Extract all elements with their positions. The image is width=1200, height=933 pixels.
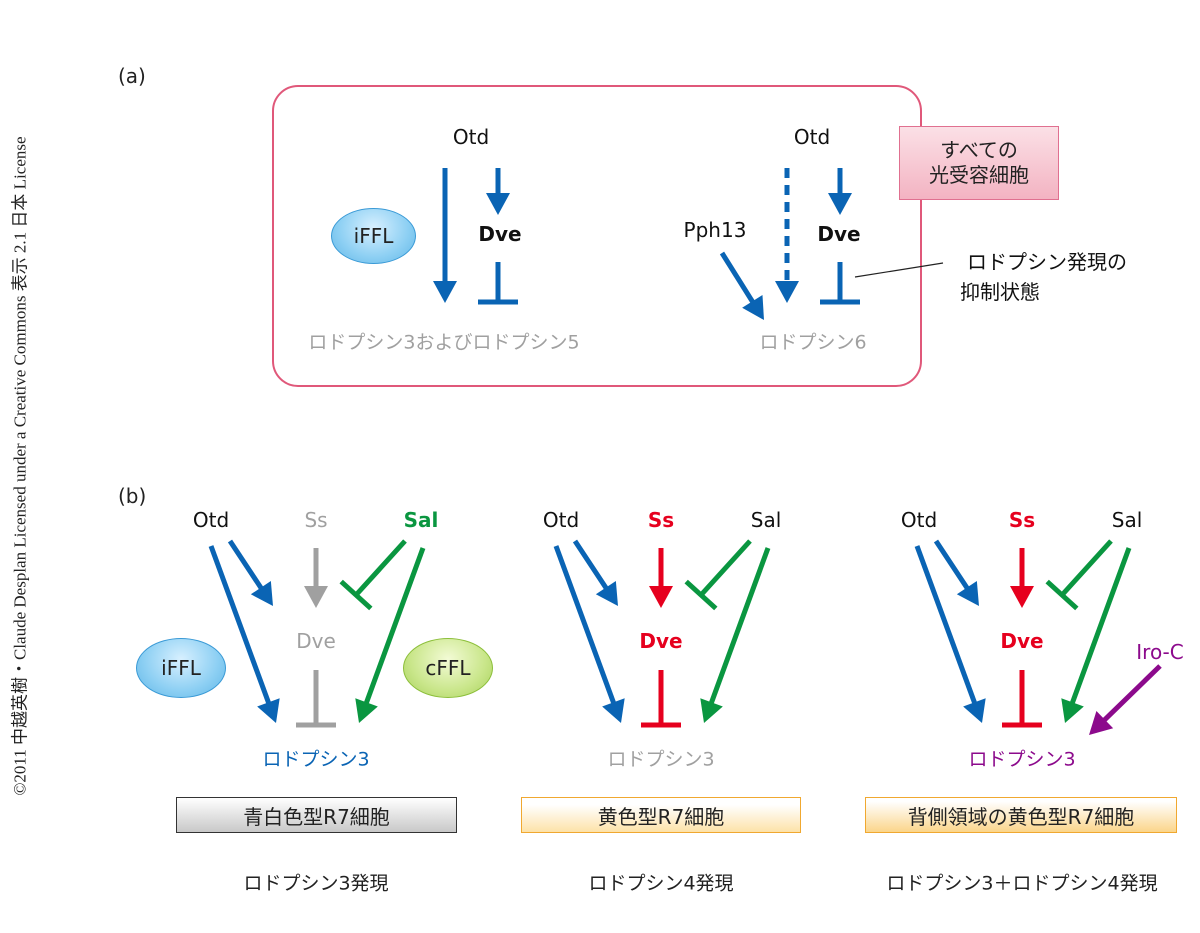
otd-to-dve-arrow-b3 — [933, 539, 979, 606]
dve-node-b3: Dve — [1000, 629, 1044, 653]
sal-represses-dve-b1 — [339, 539, 407, 611]
cffl-motif-b: cFFL — [403, 638, 493, 698]
sal-to-rh3-arrow-b1 — [355, 547, 426, 723]
iro-c-to-rh3-arrow — [1089, 664, 1162, 735]
sal-to-rh3-arrow-b2 — [700, 547, 771, 723]
otd-to-dve-arrow-b3-head — [956, 581, 979, 606]
expression-label-b2: ロドプシン4発現 — [588, 872, 734, 895]
otd-to-rh3-arrow-b3-head — [963, 698, 986, 723]
ss-to-dve-arrow-b2 — [649, 548, 673, 608]
dve-node-b1: Dve — [296, 629, 336, 653]
sal-represses-dve-b2-shaft — [699, 539, 752, 597]
ss-node-b3: Ss — [1008, 508, 1036, 532]
rhodopsin-3-target-b3: ロドプシン3 — [968, 748, 1076, 771]
photoreceptor-box — [272, 85, 922, 387]
dve-represses-rh3-b1 — [296, 670, 336, 728]
sal-represses-dve-b3-bar — [1045, 579, 1079, 611]
sal-represses-dve-b3 — [1045, 539, 1113, 611]
otd-node-b2: Otd — [542, 508, 580, 532]
otd-to-rh3-arrow-b2 — [553, 545, 625, 723]
otd-node-b1: Otd — [192, 508, 230, 532]
sal-to-rh3-arrow-b2-shaft — [708, 547, 771, 706]
copyright-notice: ©2011 中越英樹・Claude Desplan Licensed under… — [10, 136, 30, 796]
otd-to-dve-arrow-b1-shaft — [227, 539, 265, 591]
dve-node-a-left: Dve — [478, 222, 522, 246]
ss-node-b2: Ss — [647, 508, 675, 532]
sal-represses-dve-b1-bar — [339, 579, 373, 611]
panel-a-label: (a) — [118, 64, 146, 88]
expression-label-b1: ロドプシン3発現 — [243, 872, 389, 895]
rhodopsin-3-target-b1: ロドプシン3 — [262, 748, 370, 771]
repression-callout-line2: 抑制状態 — [960, 280, 1040, 304]
otd-to-dve-arrow-b1 — [227, 539, 273, 606]
ss-to-dve-arrow-b3-head — [1010, 586, 1034, 608]
sal-node-b2: Sal — [750, 508, 782, 532]
rhodopsin-3-target-b2: ロドプシン3 — [607, 748, 715, 771]
sal-to-rh3-arrow-b2-head — [700, 698, 723, 723]
sal-node-b1: Sal — [403, 508, 439, 532]
sal-to-rh3-arrow-b3 — [1061, 547, 1132, 723]
repression-callout-line1: ロドプシン発現の — [967, 250, 1127, 274]
tag-line-2: 光受容細胞 — [929, 163, 1029, 187]
cffl-label-b: cFFL — [425, 656, 471, 680]
rhodopsin-6-target: ロドプシン6 — [759, 331, 867, 354]
dve-represses-rh3-b3 — [1002, 670, 1042, 728]
sal-represses-dve-b2 — [684, 539, 752, 611]
dve-node-a-right: Dve — [817, 222, 861, 246]
sal-represses-dve-b3-shaft — [1060, 539, 1113, 597]
iro-c-node: Iro-C — [1136, 640, 1184, 664]
sal-node-b3: Sal — [1111, 508, 1143, 532]
otd-node-b3: Otd — [900, 508, 938, 532]
ss-to-dve-arrow-b1 — [304, 548, 328, 608]
ss-to-dve-arrow-b3 — [1010, 548, 1034, 608]
sal-to-rh3-arrow-b3-head — [1061, 698, 1084, 723]
otd-to-rh3-arrow-b2-head — [602, 698, 625, 723]
iffl-label-b: iFFL — [161, 656, 201, 680]
all-photoreceptors-tag: すべての 光受容細胞 — [899, 126, 1059, 200]
otd-to-rh3-arrow-b3 — [914, 545, 986, 723]
sal-to-rh3-arrow-b1-head — [355, 698, 378, 723]
dve-node-b2: Dve — [639, 629, 683, 653]
otd-to-dve-arrow-b2-shaft — [572, 539, 610, 591]
panel-b-label: (b) — [118, 484, 147, 508]
expression-label-b3: ロドプシン3＋ロドプシン4発現 — [886, 872, 1158, 895]
otd-node-a-left: Otd — [452, 125, 490, 149]
otd-to-rh3-arrow-b3-shaft — [914, 545, 978, 706]
otd-to-dve-arrow-b2 — [572, 539, 618, 606]
iffl-motif-b: iFFL — [136, 638, 226, 698]
otd-to-rh3-arrow-b1-head — [257, 698, 280, 723]
sal-represses-dve-b2-bar — [684, 579, 718, 611]
otd-node-a-right: Otd — [793, 125, 831, 149]
dve-represses-rh3-b2 — [641, 670, 681, 728]
ss-to-dve-arrow-b2-head — [649, 586, 673, 608]
otd-to-rh3-arrow-b1 — [208, 545, 280, 723]
otd-to-dve-arrow-b1-head — [250, 581, 273, 606]
cell-type-pale-r7: 青白色型R7細胞 — [176, 797, 457, 833]
sal-represses-dve-b1-shaft — [354, 539, 407, 597]
cell-type-dorsal-yellow-r7: 背側領域の黄色型R7細胞 — [865, 797, 1177, 833]
iro-c-to-rh3-arrow-head — [1089, 711, 1114, 735]
otd-to-rh3-arrow-b2-shaft — [553, 545, 617, 706]
rhodopsin-3-5-target: ロドプシン3およびロドプシン5 — [308, 331, 580, 354]
tag-line-1: すべての — [940, 138, 1018, 162]
ss-to-dve-arrow-b1-head — [304, 586, 328, 608]
otd-to-dve-arrow-b2-head — [595, 581, 618, 606]
iro-c-to-rh3-arrow-shaft — [1101, 664, 1162, 723]
iffl-motif-a: iFFL — [331, 208, 416, 264]
cell-type-yellow-r7: 黄色型R7細胞 — [521, 797, 801, 833]
sal-to-rh3-arrow-b3-shaft — [1069, 547, 1132, 706]
ss-node-b1: Ss — [304, 508, 328, 532]
pph13-node: Pph13 — [683, 218, 747, 242]
otd-to-dve-arrow-b3-shaft — [933, 539, 971, 591]
iffl-label: iFFL — [353, 224, 394, 248]
